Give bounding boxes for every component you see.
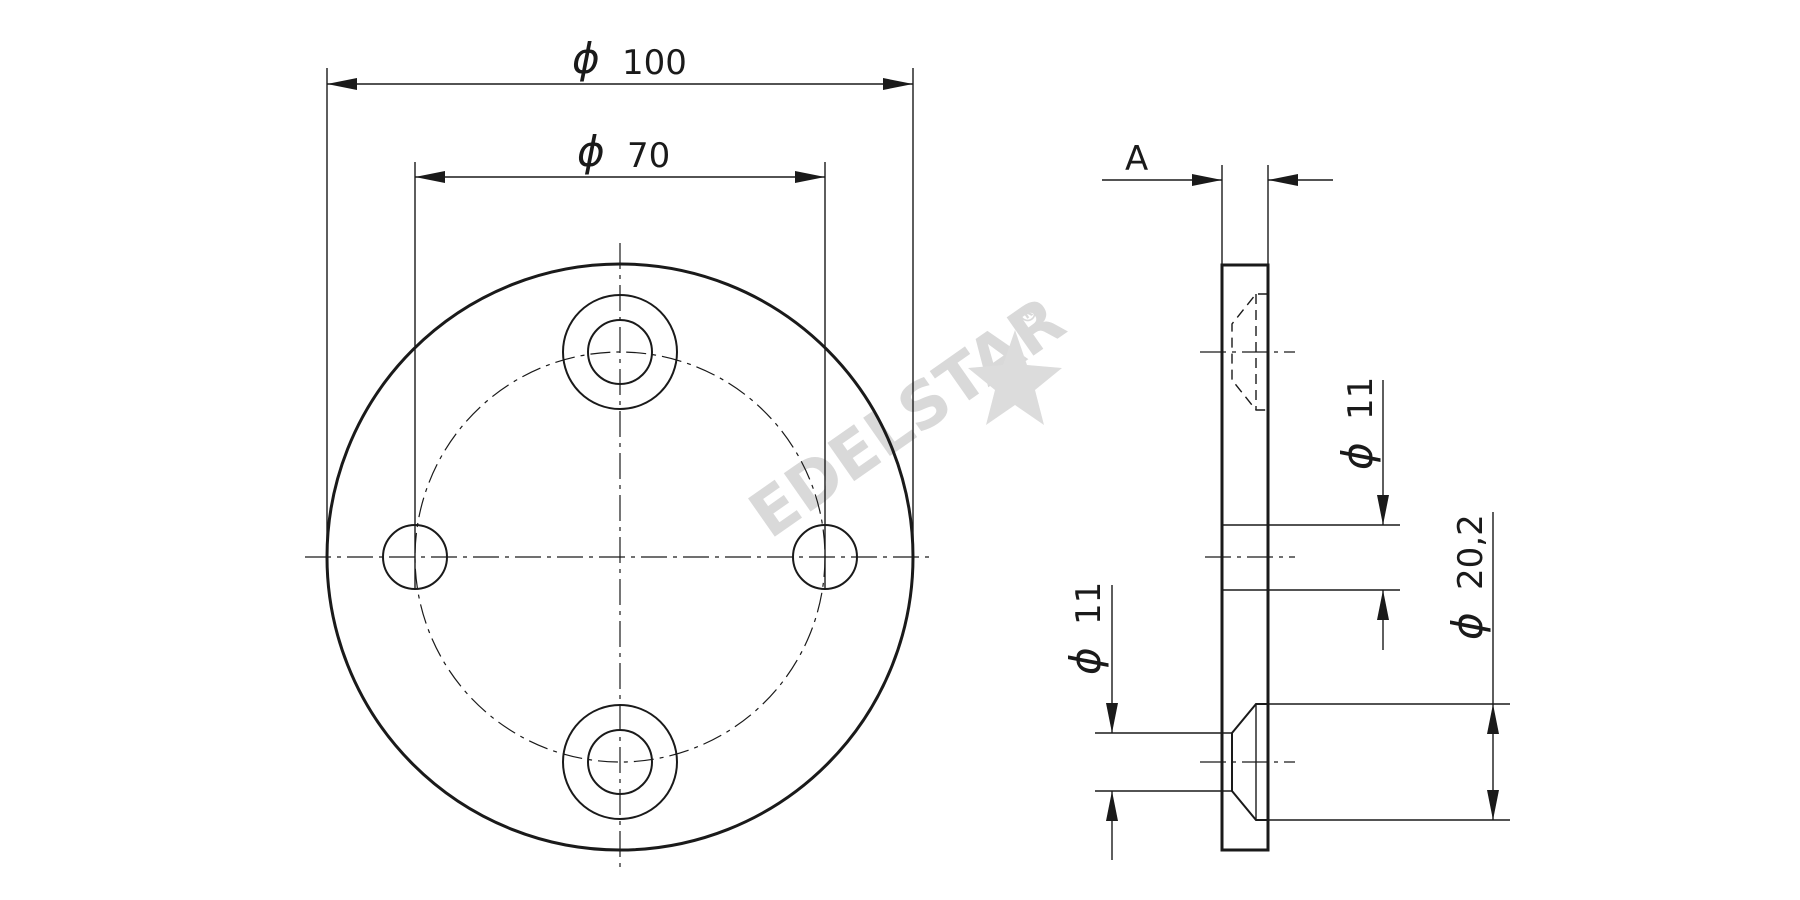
outer-diameter-value: 100 bbox=[622, 43, 687, 83]
dimension-lower-hole-diameter: ϕ 11 bbox=[1061, 582, 1232, 860]
lower-hole-diameter-symbol: ϕ bbox=[1061, 647, 1110, 675]
star-icon bbox=[968, 330, 1062, 425]
outer-diameter-symbol: ϕ bbox=[572, 34, 600, 83]
counterbore-diameter-symbol: ϕ bbox=[1443, 612, 1492, 640]
counterbore-diameter-value: 20,2 bbox=[1451, 514, 1491, 590]
dimension-pitch-diameter: ϕ 70 bbox=[414, 127, 826, 590]
dimension-thickness: A bbox=[1102, 139, 1333, 265]
upper-hole-hidden bbox=[1200, 293, 1295, 411]
hole-top bbox=[587, 319, 653, 385]
hole-bottom bbox=[587, 729, 653, 795]
side-view: A ϕ 11 ϕ 20,2 bbox=[1061, 139, 1510, 860]
lower-hole-diameter-value: 11 bbox=[1069, 582, 1109, 625]
hole-bottom-counterbore bbox=[562, 704, 678, 820]
hole-top-counterbore bbox=[562, 294, 678, 410]
thickness-label: A bbox=[1125, 139, 1148, 179]
pitch-diameter-value: 70 bbox=[627, 136, 670, 176]
front-view: ϕ 100 ϕ 70 bbox=[305, 34, 935, 872]
hole-diameter-symbol: ϕ bbox=[1333, 442, 1382, 470]
dimension-hole-diameter: ϕ 11 bbox=[1268, 377, 1400, 650]
middle-hole bbox=[1205, 524, 1295, 591]
watermark: EDELSTAR ® bbox=[737, 283, 1078, 553]
dimension-outer-diameter: ϕ 100 bbox=[326, 34, 914, 557]
pitch-diameter-symbol: ϕ bbox=[577, 127, 605, 176]
lower-hole bbox=[1200, 703, 1295, 821]
hole-diameter-value: 11 bbox=[1341, 377, 1381, 420]
dimension-counterbore-diameter: ϕ 20,2 bbox=[1268, 512, 1510, 821]
